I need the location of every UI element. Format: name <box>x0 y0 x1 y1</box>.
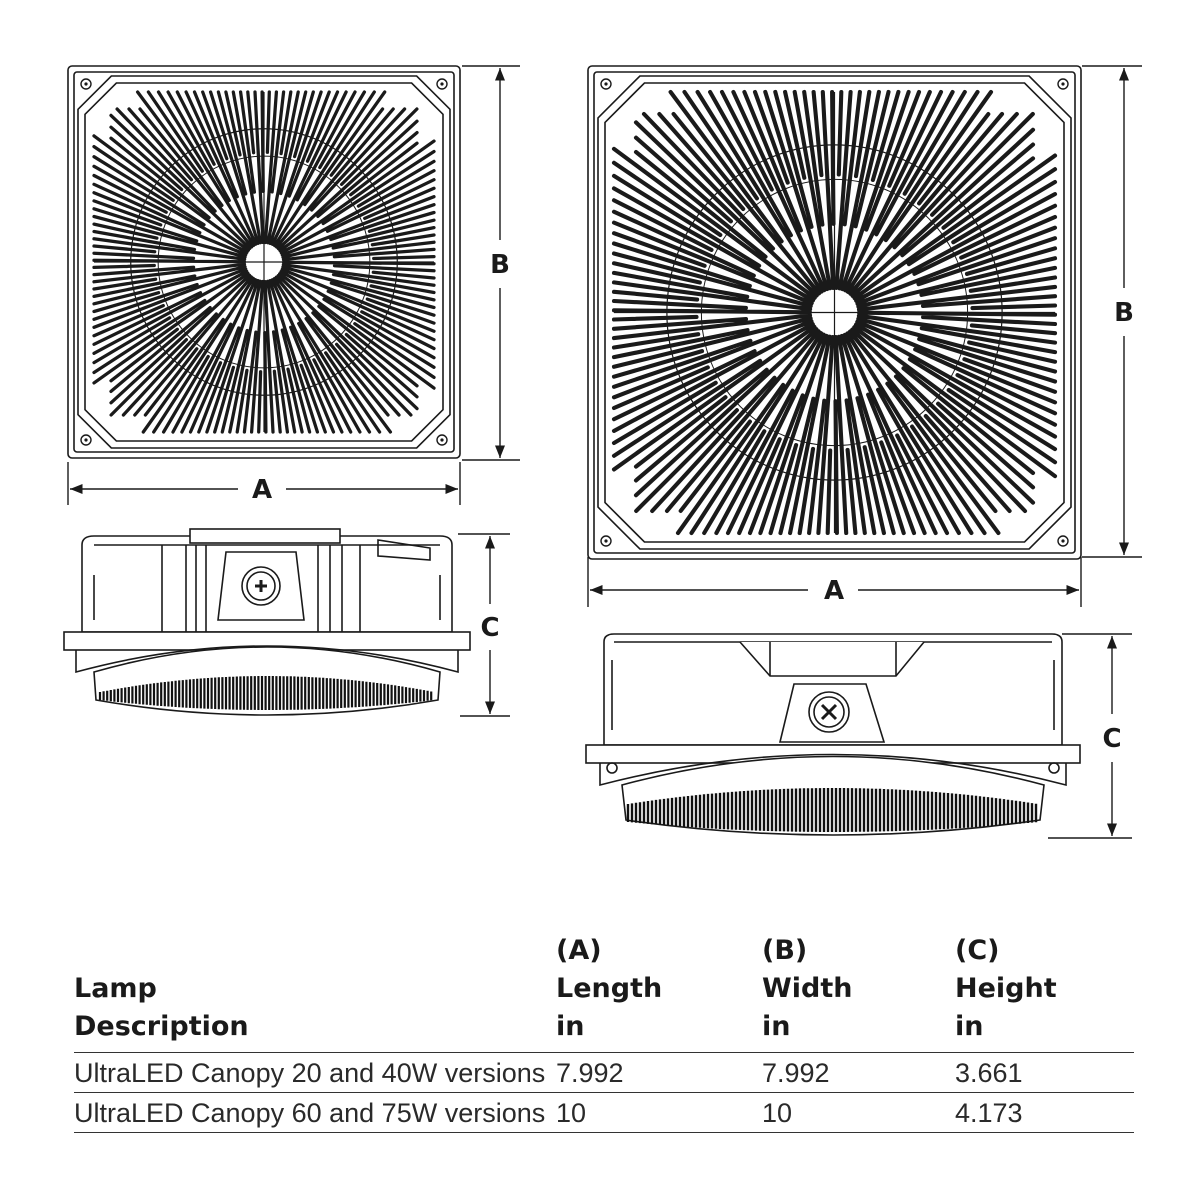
small-fixture-side-view <box>63 528 471 716</box>
header-height: (C) Height in <box>955 935 1057 1042</box>
table-header-row: Lamp Description (A) Length in (B) Width… <box>74 932 1134 1053</box>
dimensions-table: Lamp Description (A) Length in (B) Width… <box>74 932 1134 1133</box>
dimension-drawing: A B C A B C <box>63 65 1142 839</box>
large-label-a: A <box>824 576 844 606</box>
cell-description: UltraLED Canopy 20 and 40W versions <box>74 1052 556 1093</box>
large-fixture-side-view <box>585 633 1081 836</box>
cell-width: 10 <box>762 1092 955 1133</box>
table-row: UltraLED Canopy 60 and 75W versions 10 1… <box>74 1092 1134 1133</box>
dimension-lines <box>67 65 1142 839</box>
small-label-c: C <box>480 613 499 643</box>
cell-width: 7.992 <box>762 1052 955 1093</box>
cell-height: 3.661 <box>955 1052 1134 1093</box>
cell-length: 7.992 <box>556 1052 762 1093</box>
header-length: (A) Length in <box>556 935 663 1042</box>
large-fixture-top-view <box>587 65 1082 560</box>
header-lamp-description: Lamp Description <box>74 973 249 1042</box>
cell-length: 10 <box>556 1092 762 1133</box>
large-label-b: B <box>1114 298 1134 328</box>
small-fixture-top-view <box>67 65 461 459</box>
small-label-a: A <box>252 475 272 505</box>
large-label-c: C <box>1102 724 1121 754</box>
cell-height: 4.173 <box>955 1092 1134 1133</box>
small-label-b: B <box>490 250 510 280</box>
header-width: (B) Width in <box>762 935 853 1042</box>
cell-description: UltraLED Canopy 60 and 75W versions <box>74 1092 556 1133</box>
dimension-labels: A B C A B C <box>252 250 1134 754</box>
table-row: UltraLED Canopy 20 and 40W versions 7.99… <box>74 1052 1134 1093</box>
